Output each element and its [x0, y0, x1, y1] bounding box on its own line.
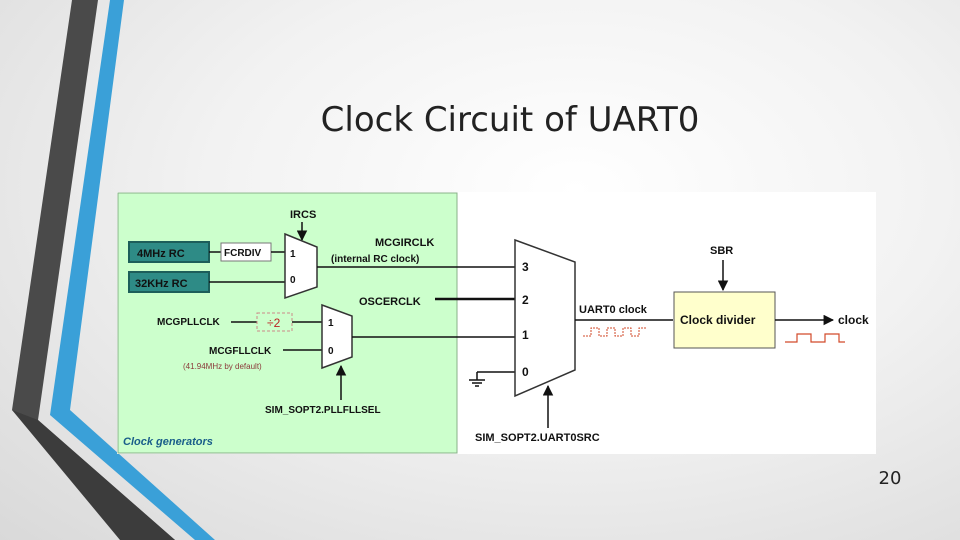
clock-divider-label: Clock divider [680, 313, 756, 327]
uart0-clock-diagram: 4MHz RC FCRDIV 32KHz RC IRCS 1 0 MCGPLLC… [117, 192, 876, 454]
ground-icon [469, 379, 485, 387]
clock-out-label: clock [838, 313, 869, 327]
blue-stripe [50, 0, 215, 540]
mux-input-2: 2 [522, 293, 529, 307]
fcrdiv-label: FCRDIV [224, 248, 262, 259]
ircs-label: IRCS [290, 209, 316, 221]
pllfll-mux-in0: 0 [328, 346, 334, 357]
ircs-mux [284, 232, 318, 300]
pllfllsel-label: SIM_SOPT2.PLLFLLSEL [265, 405, 381, 416]
ircs-mux-in0: 0 [290, 275, 296, 286]
div2-label: ÷2 [267, 316, 281, 330]
mcgpllclk-label: MCGPLLCLK [157, 317, 221, 328]
output-clock-waveform [785, 333, 845, 343]
sbr-label: SBR [710, 245, 733, 257]
mcgirclk-label: MCGIRCLK [375, 237, 434, 249]
uart0src-label: SIM_SOPT2.UART0SRC [475, 432, 600, 444]
irc4m-label: 4MHz RC [137, 248, 185, 260]
uart0-clock-waveform [583, 327, 647, 337]
mcgfllclk-label: MCGFLLCLK [209, 346, 272, 357]
default-freq-label: (41.94MHz by default) [183, 362, 262, 371]
page-number: 20 [878, 468, 902, 489]
pllfll-mux-in1: 1 [328, 318, 334, 329]
clock-generators-label: Clock generators [123, 436, 213, 448]
div2-box [256, 312, 293, 332]
dark-corner [12, 410, 175, 540]
uart0-clock-label: UART0 clock [579, 304, 648, 316]
dark-stripe [12, 0, 175, 540]
mux-input-3: 3 [522, 260, 529, 274]
decorative-stripes [12, 0, 215, 540]
irc32k-label: 32KHz RC [135, 278, 188, 290]
internal-rc-label: (internal RC clock) [331, 254, 419, 265]
pllfll-mux [321, 303, 353, 370]
ircs-mux-in1: 1 [290, 249, 296, 260]
mux-input-1: 1 [522, 328, 529, 342]
mux-input-0: 0 [522, 365, 529, 379]
uart0src-mux [514, 238, 576, 398]
oscerclk-label: OSCERCLK [359, 296, 421, 308]
slide-title: Clock Circuit of UART0 [320, 100, 700, 140]
